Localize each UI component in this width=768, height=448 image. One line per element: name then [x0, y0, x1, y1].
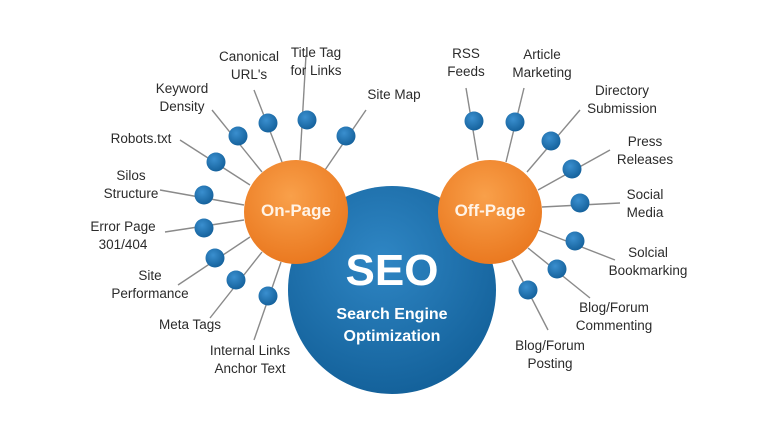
leaf-nodes	[194, 110, 590, 306]
seo-title: SEO	[345, 246, 439, 295]
on-page-hub-label: On-Page	[261, 201, 331, 220]
label-site-map: Site Map	[367, 87, 421, 102]
off-page-hub-label: Off-Page	[454, 201, 526, 220]
label-robots-txt: Robots.txt	[110, 131, 172, 146]
seo-subtitle: Search Engine Optimization	[292, 304, 492, 348]
seo-subtitle-line1: Search Engine	[336, 306, 448, 323]
off-page-hub-circle	[438, 160, 542, 264]
seo-subtitle-line2: Optimization	[343, 328, 441, 345]
on-page-hub-circle	[244, 160, 348, 264]
label-meta-tags: Meta Tags	[158, 317, 222, 332]
